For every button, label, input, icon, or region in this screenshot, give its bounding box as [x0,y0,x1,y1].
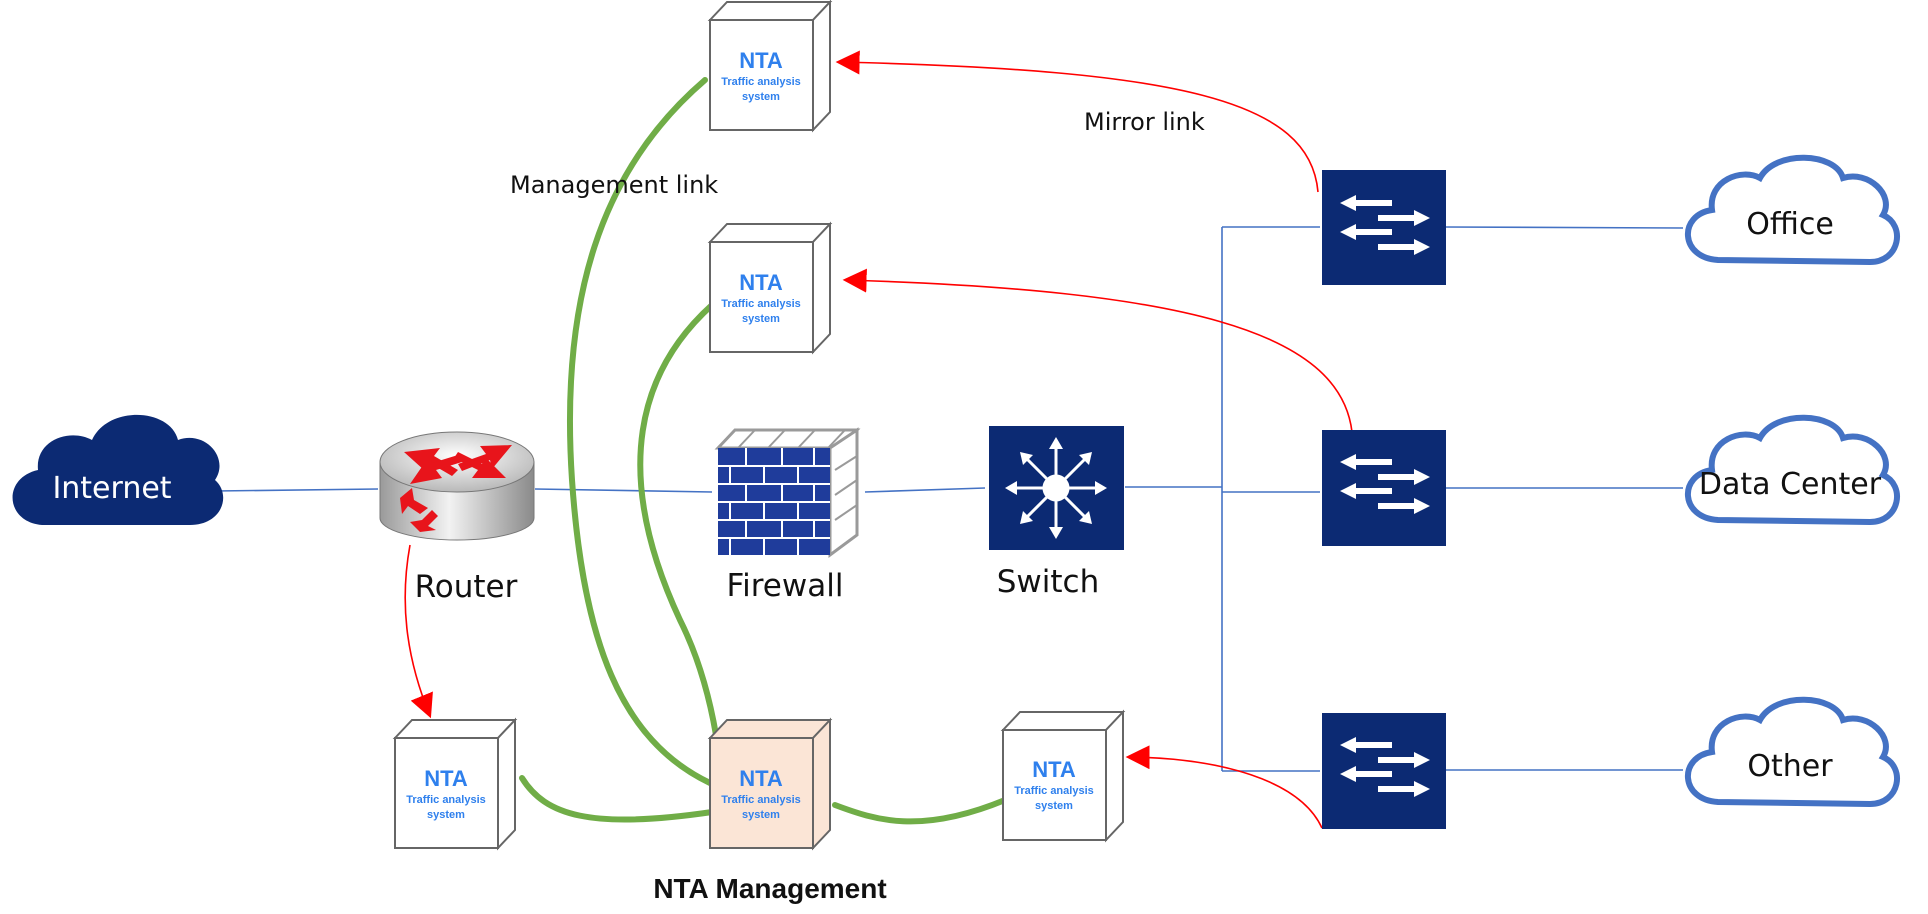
nta-box-mirror-other: NTA Traffic analysis system [1000,709,1126,843]
mirror-link-router [404,544,433,719]
firewall-label: Firewall [727,568,844,604]
nta-title: NTA [739,270,783,295]
nta-subtitle-line2: system [742,91,780,103]
management-links [519,77,1008,825]
nta-subtitle-line2: system [742,809,780,821]
mgmt-link-nta-switch [832,797,1008,825]
datacenter-label: Data Center [1699,467,1882,502]
nta-subtitle-line2: system [427,809,465,821]
link-router-firewall [534,488,713,493]
router-arrows-icon [400,445,512,532]
mirror-link-datacenter [842,268,1353,433]
datacenter-access-switch [1322,430,1446,546]
link-internet-router [214,488,379,492]
nta-subtitle-line2: system [742,313,780,325]
mirror-link-label: Mirror link [1084,108,1205,136]
nta-subtitle-line1: Traffic analysis [721,794,801,806]
exchange-arrows-icon [1340,737,1430,797]
network-links [214,226,1684,772]
nta-management-label: NTA Management [653,873,886,904]
nta-title: NTA [739,766,783,791]
nta-title: NTA [424,766,468,791]
mirror-link-other [1125,745,1323,829]
mirror-link-office [835,50,1319,193]
management-link-label: Management link [510,171,718,199]
nta-box-mirror-office: NTA Traffic analysis system [707,0,833,133]
switch-star-icon [1005,437,1107,539]
firewall: Firewall [714,427,861,604]
internet-label: Internet [52,471,171,506]
mgmt-link-nta2 [637,302,719,738]
office-cloud: Office [1684,154,1900,266]
router-label: Router [415,569,518,605]
mgmt-link-nta1 [567,77,713,786]
nta-box-mirror-datacenter: NTA Traffic analysis system [707,221,833,355]
nta-title: NTA [739,48,783,73]
firewall-bricks [718,448,830,555]
other-cloud: Other [1684,696,1900,808]
internet-cloud: Internet [12,414,224,525]
office-label: Office [1746,207,1834,242]
nta-subtitle-line1: Traffic analysis [406,794,486,806]
nta-title: NTA [1032,757,1076,782]
link-switch-office [1444,226,1684,229]
datacenter-cloud: Data Center [1684,414,1900,526]
switch-label: Switch [997,564,1100,600]
other-label: Other [1747,749,1833,784]
nta-subtitle-line1: Traffic analysis [1014,785,1094,797]
router: Router [379,431,535,605]
exchange-arrows-icon [1340,454,1430,514]
exchange-arrows-icon [1340,195,1430,255]
office-access-switch [1322,170,1446,285]
firewall-bricks-top [737,429,858,521]
core-switch: Switch [989,426,1124,600]
nta-subtitle-line1: Traffic analysis [721,298,801,310]
nta-box-management: NTA Traffic analysis system [707,717,833,851]
mirror-links [404,50,1353,829]
nta-box-mirror-router: NTA Traffic analysis system [392,717,518,851]
mgmt-link-nta-router [519,775,715,823]
nta-subtitle-line2: system [1035,800,1073,812]
nta-subtitle-line1: Traffic analysis [721,76,801,88]
link-firewall-switch [864,487,986,493]
other-access-switch [1322,713,1446,829]
